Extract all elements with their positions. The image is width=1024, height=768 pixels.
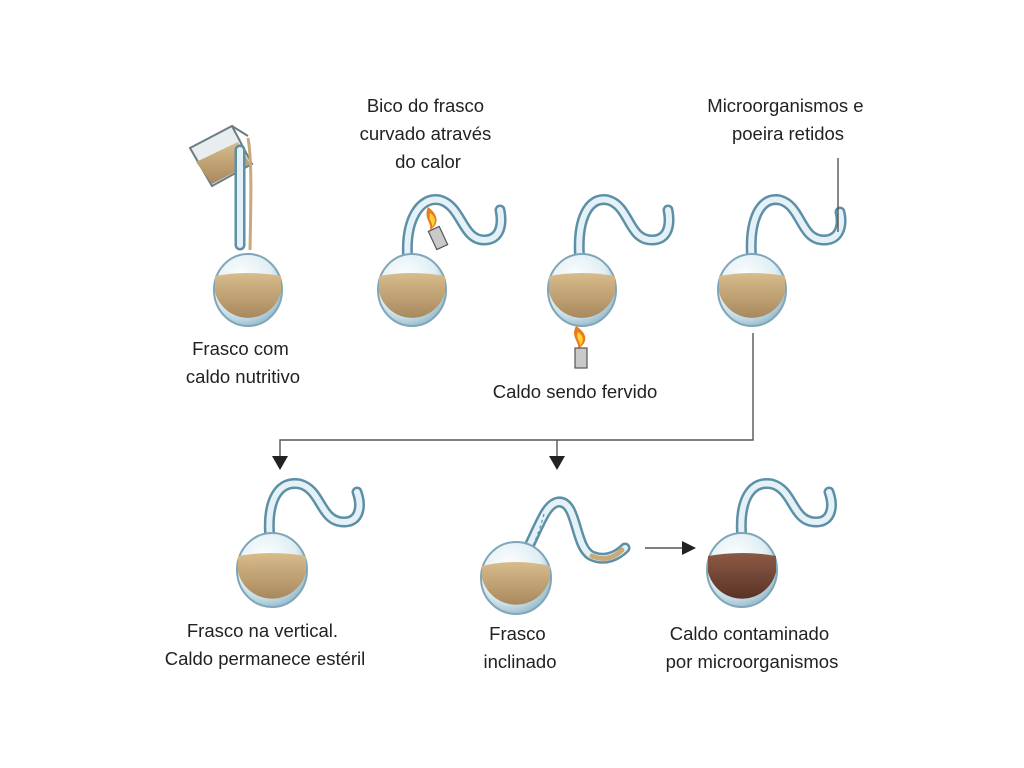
flask-contaminated [706,477,837,608]
arrow-right [682,541,696,555]
label-upright: Frasco na vertical. Caldo permanece esté… [165,620,366,669]
label-contaminated: Caldo contaminado por microorganismos [666,623,839,672]
pour-stream [246,137,253,251]
connector-arrows [272,333,754,555]
label-flask-broth: Frasco com caldo nutritivo [186,338,300,387]
arrow-down-left [272,456,288,470]
flask-retained [717,158,847,327]
label-boiling: Caldo sendo fervido [493,381,658,402]
flask-boiling [547,194,675,369]
flask-tilted [480,496,631,615]
label-retained: Microorganismos e poeira retidos [707,95,868,144]
flask-pouring [188,124,283,327]
label-neck-bent: Bico do frasco curvado através do calor [360,95,497,172]
flask-upright [236,477,365,608]
burner-icon [426,207,449,251]
flask-bending-neck [377,194,507,327]
arrow-down-middle [549,456,565,470]
flame-icon [574,326,588,369]
label-tilted: Frasco inclinado [483,623,556,672]
